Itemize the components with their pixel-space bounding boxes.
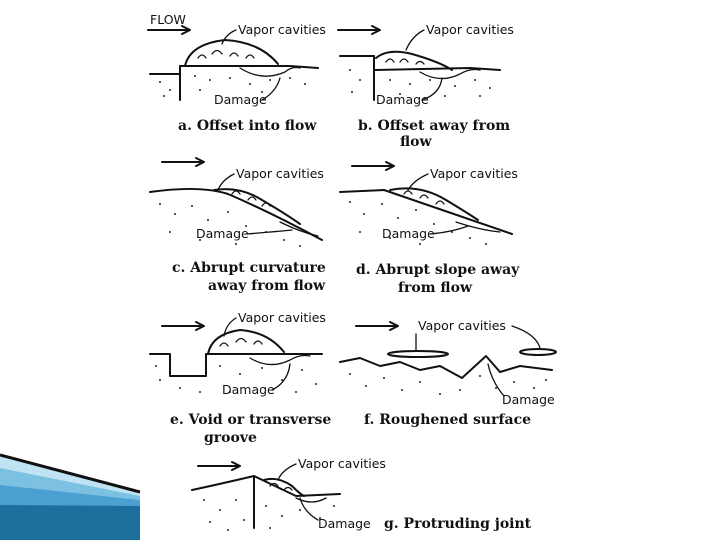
hatching-d: [349, 201, 487, 245]
vapor-cavities-label-f: Vapor cavities: [418, 318, 506, 333]
damage-label-g: Damage: [318, 516, 371, 531]
damage-label-c: Damage: [196, 226, 249, 241]
hatching-c: [159, 203, 301, 247]
hatching-g: [203, 499, 335, 531]
panel-c: Vapor cavities Damage c. Abrupt curvatur…: [149, 157, 331, 294]
vapor-cavities-label-d: Vapor cavities: [430, 166, 518, 181]
caption-f: f. Roughened surface: [364, 412, 531, 428]
caption-c-line-1: c. Abrupt curvature: [172, 260, 326, 276]
caption-d: d. Abrupt slope away from flow: [356, 262, 524, 296]
panel-g: Vapor cavities Damage g. Protruding join…: [191, 456, 532, 532]
caption-a: a. Offset into flow: [178, 118, 317, 134]
hatching-f: [349, 373, 547, 395]
damage-label-b: Damage: [376, 92, 429, 107]
caption-b: b. Offset away from flow: [358, 118, 515, 150]
vapor-cavities-label-b: Vapor cavities: [426, 22, 514, 37]
panel-e: Vapor cavities Damage e. Void or transve…: [149, 310, 336, 446]
flow-label: FLOW: [150, 12, 186, 27]
caption-b-line-2: flow: [400, 134, 433, 150]
caption-c: c. Abrupt curvature away from flow: [172, 260, 331, 294]
vapor-cavities-label-a: Vapor cavities: [238, 22, 326, 37]
hatching-e: [155, 365, 317, 393]
corner-decoration: [0, 453, 141, 540]
hatching-a: [159, 75, 306, 97]
caption-d-line-2: from flow: [398, 280, 473, 296]
caption-e: e. Void or transverse groove: [170, 412, 336, 446]
caption-e-line-1: e. Void or transverse: [170, 412, 331, 428]
vapor-cavities-label-c: Vapor cavities: [236, 166, 324, 181]
caption-c-line-2: away from flow: [208, 278, 326, 294]
vapor-cavities-label-e: Vapor cavities: [238, 310, 326, 325]
hatching-b: [349, 69, 491, 97]
damage-label-d: Damage: [382, 226, 435, 241]
caption-g: g. Protruding joint: [384, 516, 532, 532]
panel-f: Vapor cavities Damage f. Roughened surfa…: [339, 318, 557, 428]
vapor-cavities-label-g: Vapor cavities: [298, 456, 386, 471]
damage-label-a: Damage: [214, 92, 267, 107]
panel-b: Vapor cavities Damage b. Offset away fro…: [337, 22, 515, 150]
damage-label-f: Damage: [502, 392, 555, 407]
caption-d-line-1: d. Abrupt slope away: [356, 262, 520, 278]
panel-a: FLOW Vapor cavities Damage a. Offset int…: [147, 12, 326, 134]
caption-e-line-2: groove: [204, 430, 257, 446]
caption-b-line-1: b. Offset away from: [358, 118, 510, 134]
damage-label-e: Damage: [222, 382, 275, 397]
panel-d: Vapor cavities Damage d. Abrupt slope aw…: [339, 161, 524, 296]
